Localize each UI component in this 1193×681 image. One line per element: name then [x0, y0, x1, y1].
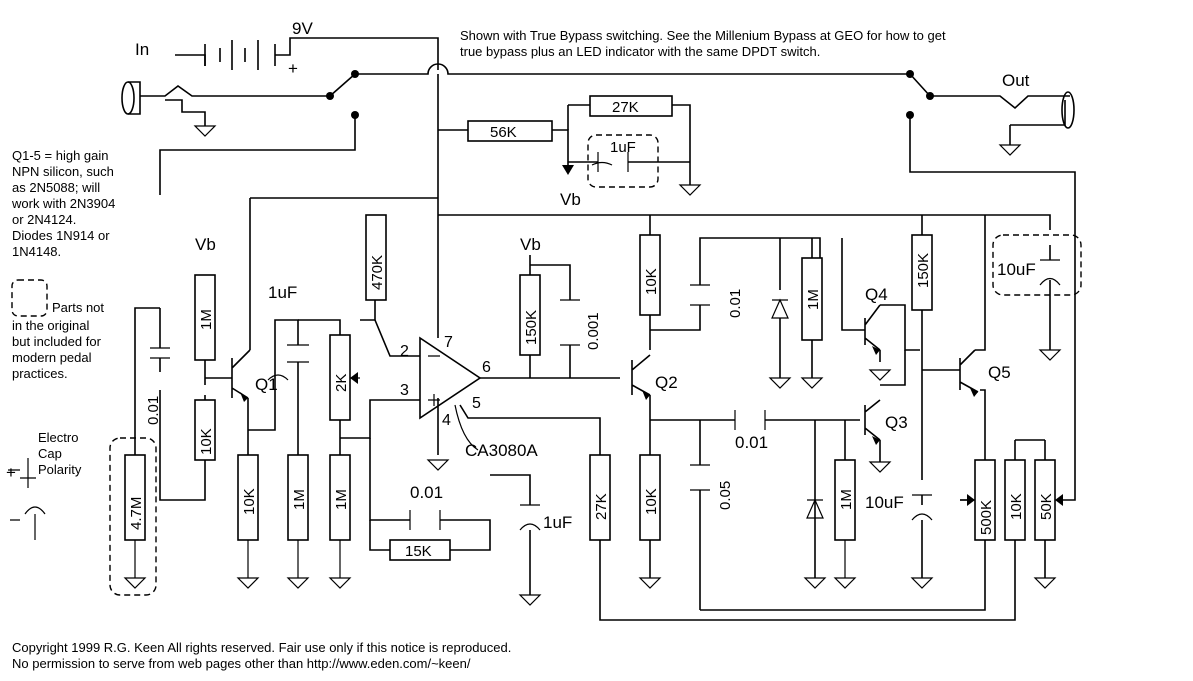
- c1uf-top-label: 1uF: [610, 139, 636, 156]
- pot2k-label: 2K: [333, 374, 350, 392]
- vb-label-top: Vb: [560, 190, 581, 209]
- jacks: [121, 81, 1075, 129]
- cap-legend-plus: +: [6, 463, 16, 482]
- c001-fb-label: 0.01: [410, 483, 443, 502]
- q-note: Q1-5 = high gain NPN silicon, such as 2N…: [11, 148, 115, 259]
- vb-label-op: Vb: [520, 235, 541, 254]
- copyright-text: Copyright 1999 R.G. Keen All rights rese…: [12, 640, 511, 655]
- grounds: [123, 125, 1062, 606]
- q-note-line: Diodes 1N914 or: [12, 228, 110, 243]
- cap-legend: [8, 458, 46, 540]
- battery: [219, 40, 259, 70]
- resistors: [124, 95, 1056, 561]
- capacitors: [150, 152, 1061, 531]
- battery-label: 9V: [292, 19, 313, 38]
- arrows: [240, 165, 1063, 506]
- op-amp: [419, 336, 482, 451]
- permission-text: No permission to serve from web pages ot…: [12, 656, 471, 671]
- r56k-label: 56K: [490, 124, 517, 141]
- r150k-q4-label: 150K: [915, 253, 932, 288]
- r1m-q3-label: 1M: [838, 489, 855, 510]
- parts-note-line: practices.: [12, 366, 68, 381]
- c001-left-label: 0.01: [145, 396, 162, 425]
- pin-6: 6: [482, 359, 491, 376]
- pin-5: 5: [472, 395, 481, 412]
- r150k-vb-label: 150K: [523, 310, 540, 345]
- c001-mid-label: 0.01: [735, 433, 768, 452]
- pin-4: 4: [442, 412, 451, 429]
- r27k-bot-label: 27K: [593, 493, 610, 520]
- r1m-b-label: 1M: [333, 489, 350, 510]
- c0001-label: 0.001: [585, 312, 602, 350]
- pin-7: 7: [444, 334, 453, 351]
- r47m-label: 4.7M: [128, 497, 145, 530]
- q-note-line: or 2N4124.: [12, 212, 76, 227]
- q-note-line: work with 2N3904: [11, 196, 115, 211]
- cap-legend-text: Electro Cap Polarity +: [6, 430, 82, 482]
- q-note-line: NPN silicon, such: [12, 164, 114, 179]
- cap-legend-line: Polarity: [38, 462, 82, 477]
- c10uf-mid-label: 10uF: [865, 493, 904, 512]
- q2-label: Q2: [655, 373, 678, 392]
- r10k-q2c-label: 10K: [643, 268, 660, 295]
- pot50k-label: 50K: [1038, 493, 1055, 520]
- r1m-a-label: 1M: [291, 489, 308, 510]
- r15k-label: 15K: [405, 543, 432, 560]
- input-label: In: [135, 40, 149, 59]
- c1uf-q1-label: 1uF: [268, 283, 297, 302]
- c1uf-bot-label: 1uF: [543, 513, 572, 532]
- ic-label: CA3080A: [465, 441, 538, 460]
- c001-q2-label: 0.01: [727, 289, 744, 318]
- r1m-q1-label: 1M: [198, 309, 215, 330]
- battery-plus: +: [288, 59, 298, 78]
- r10k-q1e-label: 10K: [241, 488, 258, 515]
- pot500k-label: 500K: [978, 500, 995, 535]
- vb-label-q1: Vb: [195, 235, 216, 254]
- pin-2: 2: [400, 343, 409, 360]
- parts-note: Parts not in the original but included f…: [12, 300, 104, 381]
- r1m-d-label: 1M: [805, 289, 822, 310]
- q-note-line: Q1-5 = high gain: [12, 148, 108, 163]
- dashed-boxes: [11, 134, 1082, 596]
- c005-label: 0.05: [717, 481, 734, 510]
- output-label: Out: [1002, 71, 1030, 90]
- parts-note-line: in the original: [12, 318, 89, 333]
- wires: [134, 37, 1076, 621]
- junctions: [326, 70, 934, 119]
- cap-legend-line: Cap: [38, 446, 62, 461]
- bypass-note-line2: true bypass plus an LED indicator with t…: [460, 44, 820, 59]
- q4-label: Q4: [865, 285, 888, 304]
- q-note-line: 1N4148.: [12, 244, 61, 259]
- r27k-top-label: 27K: [612, 99, 639, 116]
- parts-note-line: Parts not: [52, 300, 104, 315]
- r470k-label: 470K: [369, 255, 386, 290]
- r10k-q2e-label: 10K: [643, 488, 660, 515]
- q-note-line: as 2N5088; will: [12, 180, 100, 195]
- parts-note-line: modern pedal: [12, 350, 92, 365]
- r10k-out-label: 10K: [1008, 493, 1025, 520]
- q5-label: Q5: [988, 363, 1011, 382]
- pin-3: 3: [400, 382, 409, 399]
- transistors: [231, 304, 979, 462]
- r10k-q1b-label: 10K: [198, 428, 215, 455]
- c10uf-top-label: 10uF: [997, 260, 1036, 279]
- diodes: [771, 298, 824, 519]
- q3-label: Q3: [885, 413, 908, 432]
- bypass-note-line1: Shown with True Bypass switching. See th…: [460, 28, 946, 43]
- cap-legend-line: Electro: [38, 430, 78, 445]
- parts-note-line: but included for: [12, 334, 102, 349]
- q1-label: Q1: [255, 375, 278, 394]
